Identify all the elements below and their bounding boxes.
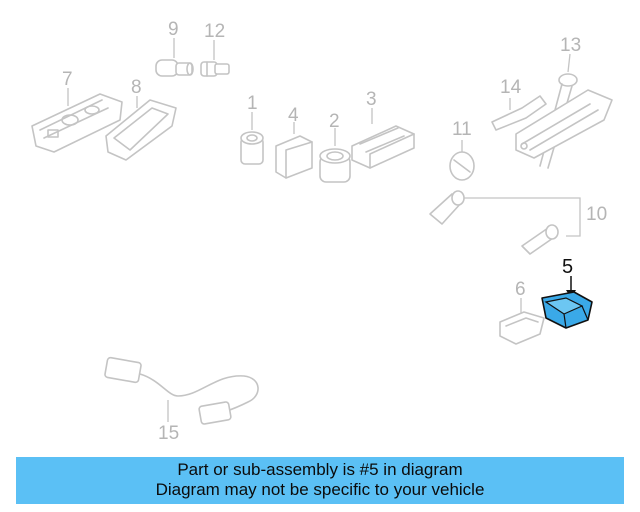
banner-line-disclaimer: Diagram may not be specific to your vehi… <box>155 480 485 499</box>
callout-10: 10 <box>586 204 608 225</box>
callout-3: 3 <box>366 89 377 110</box>
callout-13: 13 <box>560 35 582 56</box>
part-15-wire-harness <box>104 356 259 425</box>
callout-11: 11 <box>452 119 472 140</box>
callout-5: 5 <box>562 256 574 278</box>
callout-14: 14 <box>500 77 522 98</box>
banner-line-part-number: Part or sub-assembly is #5 in diagram <box>177 460 463 479</box>
callout-4: 4 <box>288 105 299 126</box>
part-7-switch-panel <box>31 88 123 153</box>
callout-12: 12 <box>204 21 226 42</box>
part-11-knob <box>449 140 475 181</box>
callout-2: 2 <box>329 111 340 132</box>
part-2-knob <box>319 128 351 183</box>
part-8-lamp-lens <box>105 96 177 161</box>
part-10-bulbs <box>429 190 581 255</box>
callout-6: 6 <box>515 279 526 300</box>
callout-15: 15 <box>158 423 180 444</box>
callout-8: 8 <box>131 77 142 98</box>
part-6-connector <box>499 298 545 345</box>
parts-diagram <box>31 38 613 425</box>
part-12-socket <box>200 40 230 77</box>
callout-7: 7 <box>62 69 73 90</box>
part-4-bracket <box>275 122 313 179</box>
callout-1: 1 <box>247 93 258 114</box>
part-5-highlighted-switch <box>541 276 593 329</box>
part-9-bulb <box>155 38 194 77</box>
part-13-lever <box>515 53 613 169</box>
part-1-switch <box>240 112 264 165</box>
part-14-trim <box>491 95 547 131</box>
part-3-multi-switch <box>351 108 415 169</box>
diagram-notice-banner: Part or sub-assembly is #5 in diagram Di… <box>16 457 624 504</box>
callout-9: 9 <box>168 19 179 40</box>
